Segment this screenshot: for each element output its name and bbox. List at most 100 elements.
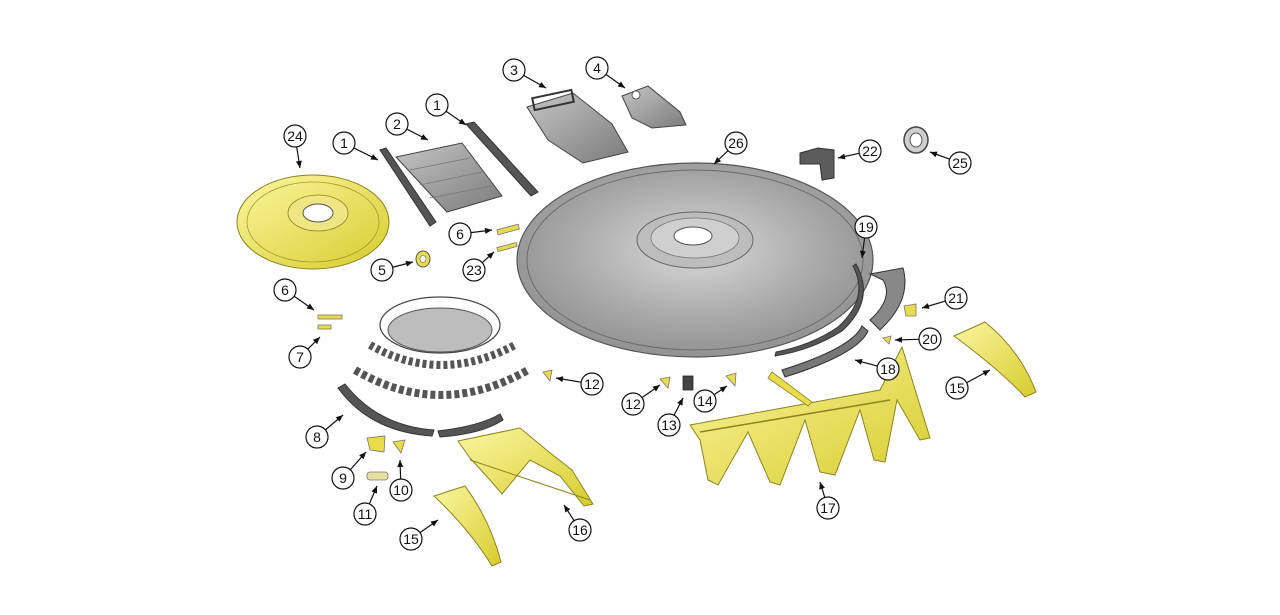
callout-6: 6	[448, 222, 493, 246]
callout-circle	[724, 131, 748, 155]
callout-number: 1	[340, 135, 348, 151]
leader-arrow	[295, 160, 302, 168]
clip-small	[725, 372, 737, 387]
leader-arrow	[306, 303, 314, 310]
leader-arrow	[895, 336, 903, 343]
leader-arrow	[556, 376, 564, 383]
callout-9: 9	[331, 451, 367, 490]
callout-circle	[385, 112, 409, 136]
callout-circle	[693, 389, 717, 413]
callout-number: 15	[403, 531, 419, 547]
leader-arrow	[538, 81, 546, 88]
strap-bracket-left	[379, 147, 437, 227]
callout-23: 23	[462, 251, 495, 282]
callout-number: 17	[820, 500, 836, 516]
knife-segment-upper	[868, 267, 906, 331]
pin-short	[317, 324, 332, 330]
callout-17: 17	[816, 481, 840, 520]
callout-number: 6	[456, 226, 464, 242]
leader-arrow	[420, 134, 428, 140]
callout-number: 23	[466, 262, 482, 278]
segment-ring-2	[437, 413, 504, 438]
tiny-clip	[882, 335, 892, 345]
callout-12: 12	[555, 372, 604, 396]
callout-number: 25	[952, 155, 968, 171]
callout-5: 5	[370, 258, 414, 282]
leader-arrow	[371, 486, 377, 494]
callout-number: 8	[313, 429, 321, 445]
link-plate	[366, 471, 389, 481]
divider-frame-large	[689, 345, 931, 486]
callout-circle	[944, 286, 968, 310]
callout-number: 26	[728, 135, 744, 151]
leader-arrow	[335, 415, 343, 422]
mount-plate	[621, 85, 687, 129]
leader-arrow	[617, 81, 625, 88]
callout-circle	[462, 258, 486, 282]
callout-circle	[585, 56, 609, 80]
callout-3: 3	[502, 58, 547, 89]
callout-21: 21	[921, 286, 968, 310]
retainer	[903, 303, 917, 317]
callout-6: 6	[273, 278, 315, 311]
strap-bracket-right	[465, 121, 539, 197]
callout-number: 14	[697, 393, 713, 409]
callout-1: 1	[425, 93, 467, 126]
callout-number: 19	[858, 219, 874, 235]
tooth-clip	[366, 435, 386, 453]
seal-ring	[903, 126, 929, 154]
callout-number: 11	[358, 506, 373, 522]
callout-2: 2	[385, 112, 429, 141]
wear-strip	[774, 263, 864, 357]
callout-11: 11	[353, 485, 378, 526]
leader-arrow	[982, 370, 990, 376]
callout-circle	[918, 327, 942, 351]
callout-7: 7	[288, 336, 321, 369]
leader-arrow	[486, 252, 494, 259]
callout-number: 10	[393, 482, 409, 498]
divider-frame-small	[457, 427, 594, 507]
callout-19: 19	[854, 215, 878, 259]
callout-circle	[332, 131, 356, 155]
callout-circle	[273, 278, 297, 302]
pin-medium	[496, 241, 518, 253]
bracket	[799, 147, 835, 181]
callout-number: 3	[510, 62, 518, 78]
callout-8: 8	[305, 414, 344, 449]
leader-arrow	[564, 505, 571, 513]
callout-circle	[948, 151, 972, 175]
leader-arrow	[838, 153, 846, 160]
leader-arrow	[370, 154, 378, 160]
callout-circle	[288, 345, 312, 369]
callout-circle	[502, 58, 526, 82]
callout-circle	[425, 93, 449, 117]
callout-number: 9	[339, 470, 347, 486]
callout-circle	[448, 222, 472, 246]
leader-arrow	[458, 118, 466, 125]
callout-15: 15	[945, 369, 991, 400]
callout-circle	[370, 258, 394, 282]
main-disc	[516, 162, 874, 358]
deflector-plate	[526, 88, 629, 164]
callout-circle	[945, 376, 969, 400]
callout-number: 6	[281, 282, 289, 298]
crop-divider-left	[433, 485, 502, 567]
callout-circle	[331, 466, 355, 490]
callout-number: 2	[393, 116, 401, 132]
callout-number: 16	[572, 522, 588, 538]
callout-22: 22	[837, 139, 882, 163]
callout-number: 15	[949, 380, 965, 396]
segment-ring	[337, 383, 435, 437]
bolt-block	[682, 375, 694, 391]
callout-13: 13	[657, 397, 684, 437]
leader-arrow	[930, 151, 938, 158]
callout-circle	[399, 527, 423, 551]
callout-18: 18	[854, 357, 900, 381]
callout-number: 12	[584, 376, 600, 392]
pin-left	[317, 314, 343, 320]
callout-circle	[580, 372, 604, 396]
leader-arrow	[430, 520, 438, 527]
callout-20: 20	[894, 327, 942, 351]
callout-10: 10	[389, 459, 413, 502]
